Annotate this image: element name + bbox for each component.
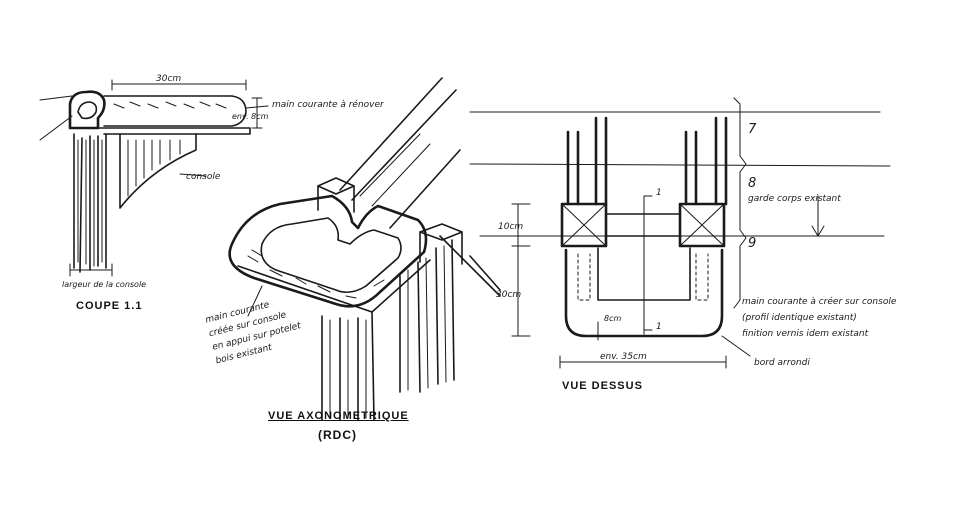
section-title: COUPE 1.1 [76,300,143,312]
level-number-9: 9 [748,236,757,251]
section-mark-bottom: 1 [656,322,662,332]
section-mark-top: 1 [656,188,662,198]
dim-width-label: 30cm [156,74,182,84]
axo-subtitle: (RDC) [318,428,357,442]
rounded-edge-label: bord arrondi [754,358,810,368]
dim-35-label: env. 35cm [600,352,647,362]
console-label: console [186,172,221,182]
plan-title: VUE DESSUS [562,380,643,392]
guard-rail-label: garde corps existant [748,194,841,204]
axo-title: VUE AXONOMETRIQUE [268,410,409,422]
plan-annotation-line-1: main courante à créer sur console [742,297,897,307]
dim-10-label: 10cm [498,222,524,232]
level-number-7: 7 [748,122,757,137]
plan-annotation-line-3: finition vernis idem existant [742,329,869,339]
dim-8-label: 8cm [604,314,622,323]
dim-thickness-label: env. 8cm [232,112,269,121]
dim-30-label: 30cm [496,290,522,300]
plan-annotation: main courante à créer sur console (profi… [742,294,896,342]
level-number-8: 8 [748,176,757,191]
width-label: largeur de la console [62,280,147,289]
handrail-label: main courante à rénover [272,100,384,110]
plan-annotation-line-2: (profil identique existant) [742,313,857,323]
